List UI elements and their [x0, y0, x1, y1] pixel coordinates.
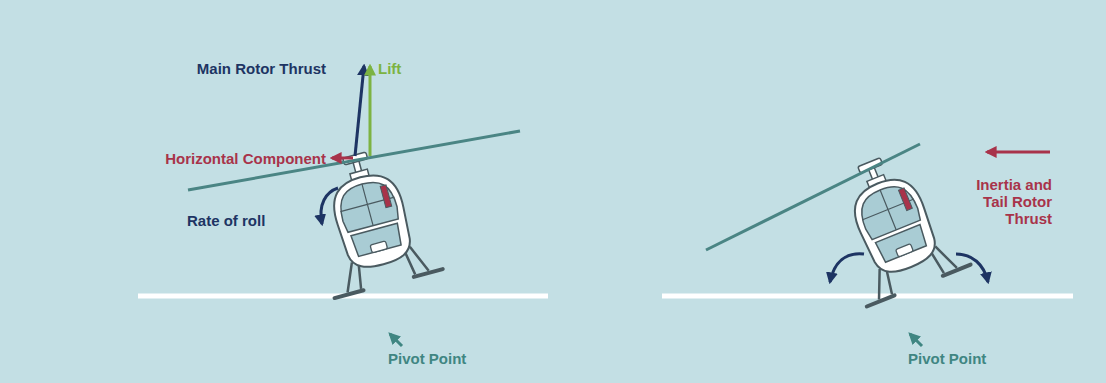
lift-arrow	[369, 66, 372, 156]
horizontal-arrow	[332, 157, 353, 160]
inertia-arrow	[987, 151, 1050, 154]
pivot-label: Pivot Point	[388, 350, 466, 367]
lift-label: Lift	[378, 60, 401, 77]
thrust-arrow	[355, 66, 364, 156]
pivot-arrow	[910, 334, 922, 346]
roll-label: Rate of roll	[187, 212, 265, 229]
pivot-arrow	[390, 334, 402, 346]
roll-arrow	[830, 254, 864, 282]
force-label: Horizontal Component	[165, 150, 326, 167]
pivot-label: Pivot Point	[908, 350, 986, 367]
roll-arrow	[321, 188, 338, 224]
ground-line	[662, 294, 1073, 299]
roll-arrow	[956, 254, 988, 282]
rotor-disc	[706, 144, 920, 250]
force-label: Inertia and Tail Rotor Thrust	[954, 176, 1052, 227]
helicopter	[817, 141, 971, 306]
thrust-label: Main Rotor Thrust	[197, 60, 326, 77]
